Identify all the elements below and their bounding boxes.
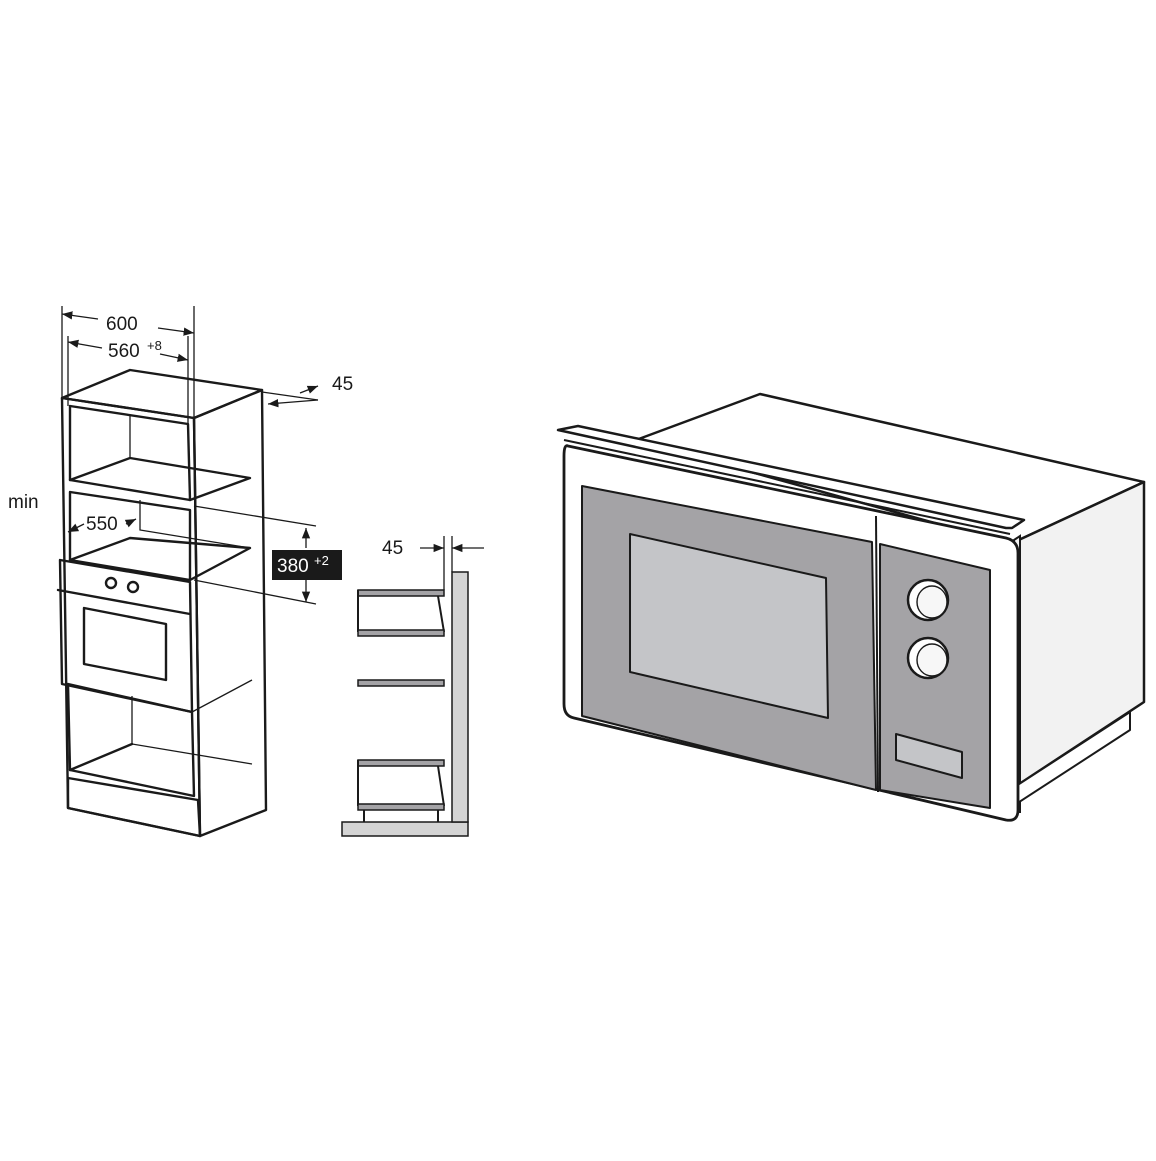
cabinet-plinth [66, 776, 202, 838]
lower-floor-edge [68, 742, 134, 772]
cabinet-top [60, 368, 264, 420]
niche-depth-label: 550 [86, 514, 118, 535]
niche-height-badge [272, 550, 342, 580]
cabinet-width-label: 600 [106, 314, 138, 335]
timer-knob-icon [906, 578, 950, 622]
niche-width-tolerance: +8 [147, 338, 162, 353]
oven-knob-right-icon [126, 580, 140, 594]
mounting-trim [556, 424, 1026, 530]
oven-side-edge [191, 679, 253, 713]
door-window [629, 533, 829, 719]
oven-front [58, 558, 194, 714]
niche-shelf [68, 536, 252, 582]
oven-window [82, 606, 168, 682]
niche-back-edge [139, 500, 251, 549]
microwave-niche [68, 490, 192, 582]
section-view: 45 [341, 536, 484, 837]
upper-shelf [68, 456, 252, 502]
cabinet-side [192, 388, 268, 838]
tall-cabinet [56, 368, 268, 838]
niche-width-label: 560 [108, 341, 140, 362]
oven-handle [56, 588, 192, 616]
section-wall [451, 571, 469, 823]
cabinet-dimensions: 600 560 +8 45 min 550 380 +2 [8, 306, 353, 605]
oven-knob-left-icon [104, 576, 118, 590]
min-label: min [8, 492, 39, 513]
niche-height-tolerance: +2 [314, 553, 329, 568]
lower-compartment [66, 682, 196, 798]
niche-height-label: 380 [277, 556, 309, 577]
power-knob-icon [906, 636, 950, 680]
section-offset-label: 45 [382, 538, 403, 559]
side-depth-label: 45 [332, 374, 353, 395]
microwave [556, 392, 1146, 822]
section-floor [341, 821, 469, 837]
door-open-button [895, 733, 963, 779]
